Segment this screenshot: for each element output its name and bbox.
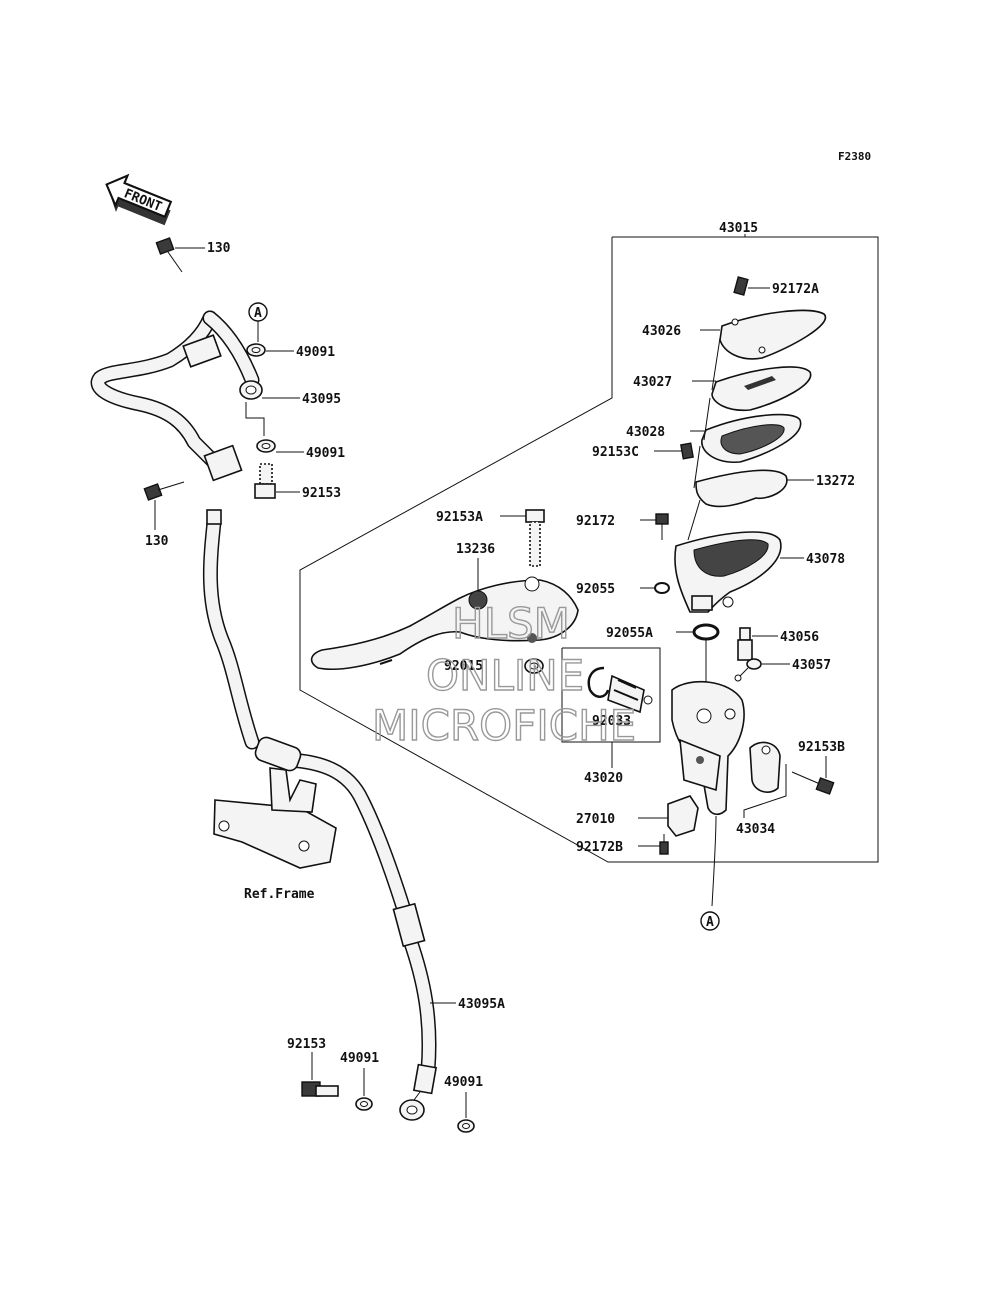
piston-kit-43020	[561, 647, 661, 768]
washer-49091-bottom-left	[355, 1068, 373, 1111]
svg-text:MICROFICHE: MICROFICHE	[372, 701, 636, 750]
screw-92172A	[733, 276, 770, 296]
label-49091-1: 49091	[296, 345, 335, 360]
bleeder-cap-43057	[734, 658, 790, 682]
banjo-bolt-92153-top	[254, 463, 300, 499]
master-cylinder-body	[671, 680, 745, 816]
banjo-bolt-92153-bottom	[301, 1052, 339, 1097]
hose-clamp-lower	[203, 444, 243, 482]
front-arrow-icon: FRONT	[105, 173, 173, 226]
upper-hose	[90, 310, 260, 470]
lower-hose-43095A	[202, 509, 456, 1095]
label-27010: 27010	[576, 812, 615, 827]
washer-49091-bottom-right	[457, 1092, 475, 1133]
label-49091-2: 49091	[306, 446, 345, 461]
label-43026: 43026	[642, 324, 681, 339]
label-43095: 43095	[302, 392, 341, 407]
label-43057: 43057	[792, 658, 831, 673]
o-ring-92055A	[676, 623, 720, 686]
label-43020: 43020	[584, 771, 623, 786]
switch-27010	[638, 795, 699, 837]
label-92055: 92055	[576, 582, 615, 597]
label-13272: 13272	[816, 474, 855, 489]
watermark: HLSM ONLINE MICROFICHE	[371, 598, 637, 750]
svg-text:ONLINE: ONLINE	[426, 651, 584, 700]
assembly-boundary	[299, 236, 879, 863]
label-92015: 92015	[444, 659, 483, 674]
figure-code: F2380	[838, 150, 871, 163]
bolt-130-top	[155, 237, 205, 273]
label-92055A: 92055A	[606, 626, 653, 641]
ref-frame-label: Ref.Frame	[244, 887, 315, 902]
hose-clamp-upper	[182, 334, 222, 368]
washer-49091-lower	[256, 439, 304, 453]
frame-bracket	[213, 767, 337, 869]
clutch-lever-13236	[310, 558, 579, 671]
label-49091-3: 49091	[340, 1051, 379, 1066]
label-43095A: 43095A	[458, 997, 505, 1012]
pivot-bolt-92153A	[500, 509, 545, 567]
label-92033: 92033	[592, 714, 631, 729]
label-92153C: 92153C	[592, 445, 639, 460]
svg-text:HLSM: HLSM	[452, 599, 570, 648]
label-92172B: 92172B	[576, 840, 623, 855]
label-43078: 43078	[806, 552, 845, 567]
diaphragm-43028	[690, 413, 802, 463]
callout-a-upper: A	[248, 302, 268, 342]
svg-text:A: A	[254, 306, 262, 321]
cap-plate-43027	[692, 366, 812, 412]
label-92172: 92172	[576, 514, 615, 529]
label-130-bot: 130	[145, 534, 169, 549]
bolt-92153B	[791, 756, 835, 795]
label-92153B: 92153B	[798, 740, 845, 755]
banjo-fitting-43095	[239, 380, 300, 400]
label-49091-4: 49091	[444, 1075, 483, 1090]
o-ring-92055	[640, 582, 670, 594]
clamp-43034	[743, 741, 787, 818]
label-43056: 43056	[780, 630, 819, 645]
label-92153A: 92153A	[436, 510, 483, 525]
label-13236: 13236	[456, 542, 495, 557]
svg-text:A: A	[706, 915, 714, 930]
screw-92172	[640, 513, 669, 540]
reservoir-body-43078	[674, 531, 804, 613]
reservoir-cap-43026	[700, 309, 827, 360]
gasket-13272	[695, 469, 814, 508]
bleeder-valve-43056	[737, 627, 778, 661]
screw-92172B	[638, 834, 669, 855]
banjo-fitting-lower	[399, 1091, 425, 1121]
label-92153-bot: 92153	[287, 1037, 326, 1052]
washer-49091-upper	[246, 343, 294, 357]
label-43027: 43027	[633, 375, 672, 390]
label-43034: 43034	[736, 822, 775, 837]
label-92172A: 92172A	[772, 282, 819, 297]
screw-92153C	[654, 442, 694, 460]
label-43015: 43015	[719, 221, 758, 236]
label-43028: 43028	[626, 425, 665, 440]
bolt-130-lower	[143, 481, 185, 530]
nut-92015	[524, 658, 544, 674]
label-92153-top: 92153	[302, 486, 341, 501]
label-130-top: 130	[207, 241, 231, 256]
callout-a-lower: A	[700, 911, 720, 931]
